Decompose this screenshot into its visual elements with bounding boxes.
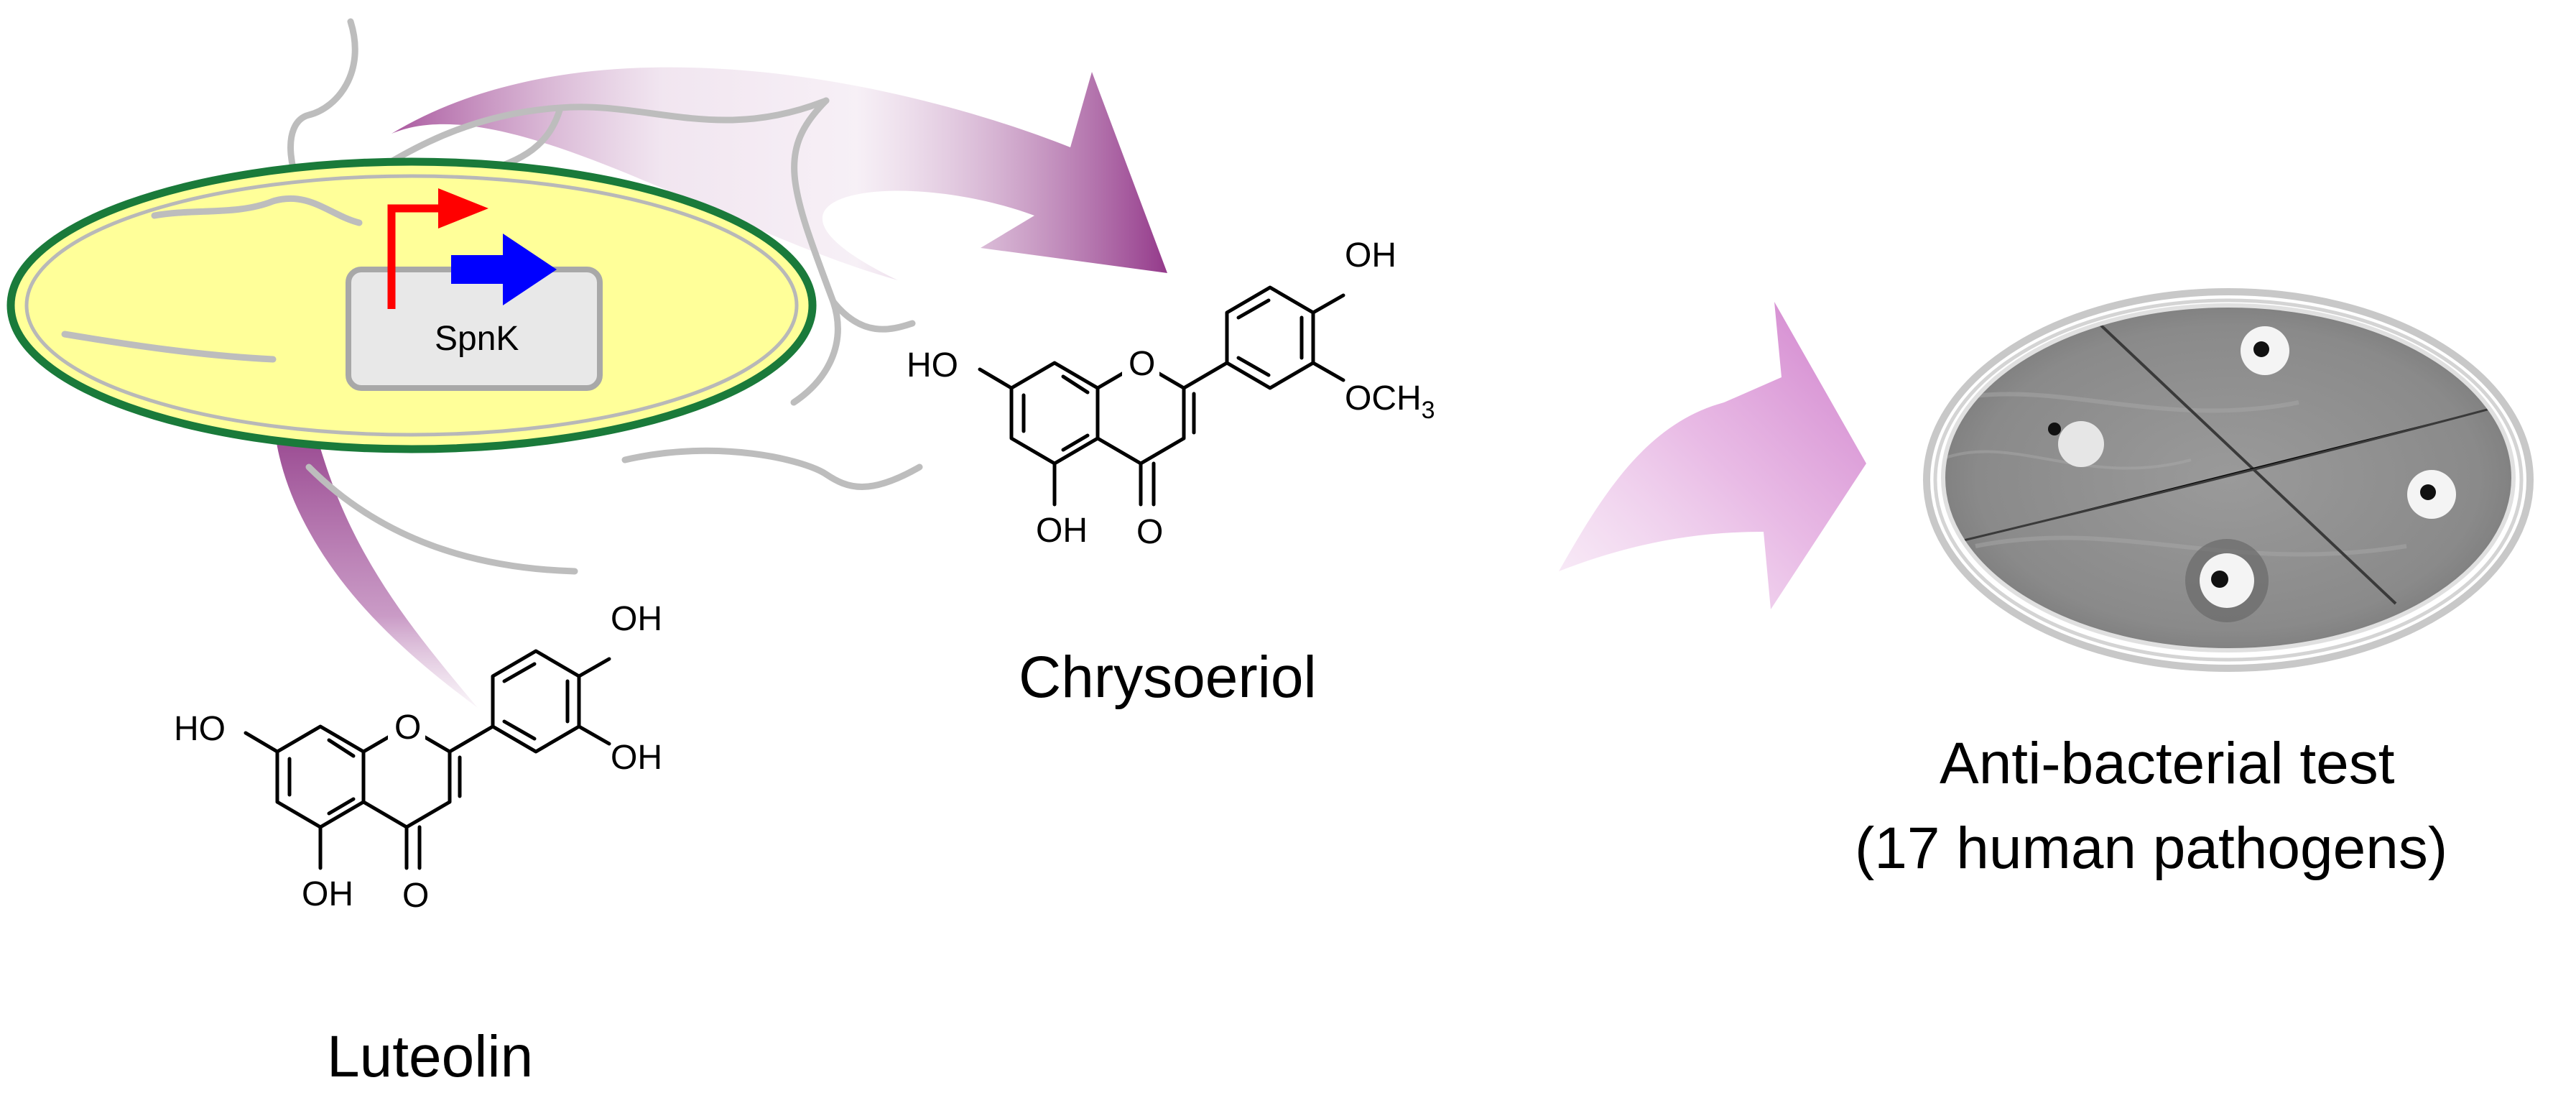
luteolin-name: Luteolin: [327, 1024, 533, 1089]
antibiotic-disc: [2241, 326, 2289, 375]
chrysoeriol-ho-7: HO: [907, 346, 958, 384]
antibiotic-disc: [2048, 421, 2104, 467]
cell-interior-lines: [61, 195, 363, 363]
antibiotic-disc: [2407, 470, 2456, 519]
luteolin-o-keto: O: [402, 877, 429, 915]
luteolin-structure: [244, 649, 611, 870]
chrysoeriol-oh-5: OH: [1036, 512, 1088, 550]
chrysoeriol-och3: OCH3: [1345, 379, 1435, 424]
luteolin-o-ring: O: [394, 709, 421, 747]
assay-title: Anti-bacterial test: [1940, 731, 2395, 796]
luteolin-oh-4p: OH: [611, 600, 662, 638]
och3-subscript: 3: [1422, 397, 1435, 424]
assay-arrow: [1559, 302, 1866, 609]
luteolin-oh-5: OH: [302, 875, 353, 913]
chrysoeriol-o-keto: O: [1136, 513, 1163, 551]
chrysoeriol-structure: [978, 285, 1345, 507]
luteolin-ho-7: HO: [174, 710, 226, 748]
chrysoeriol-oh-4p: OH: [1345, 236, 1396, 274]
petri-dish: [1923, 288, 2534, 672]
chrysoeriol-name: Chrysoeriol: [1019, 645, 1317, 710]
assay-subtitle: (17 human pathogens): [1855, 816, 2447, 881]
antibiotic-disc: [2185, 539, 2269, 622]
promoter-arrow-icon: [387, 188, 488, 309]
chrysoeriol-o-ring: O: [1129, 345, 1155, 383]
luteolin-oh-3p: OH: [611, 739, 662, 777]
conversion-arrow-top: [392, 67, 1167, 281]
gene-label: SpnK: [435, 320, 519, 358]
och3-prefix: OCH: [1345, 379, 1422, 417]
gene-arrow-icon: [451, 234, 557, 305]
